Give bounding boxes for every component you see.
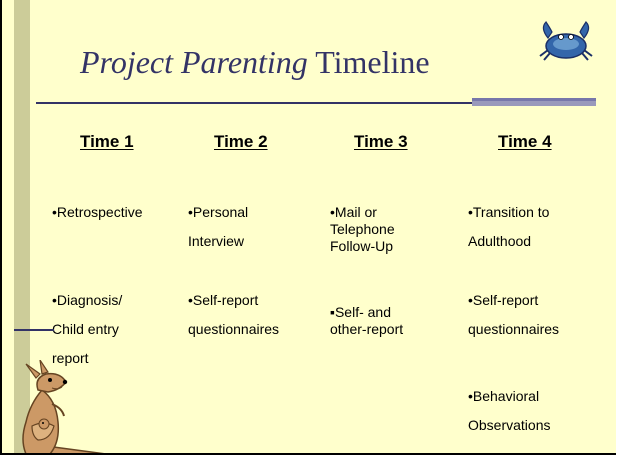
item-line: Follow-Up [330,238,394,254]
column-heading-time-1: Time 1 [80,132,134,151]
column-heading-time-2: Time 2 [214,132,268,151]
column-heading-time-3: Time 3 [354,132,408,151]
left-divider-stub [14,329,54,331]
time-4-item-transition: •Transition to Adulthood [468,198,549,256]
slide-title: Project Parenting Timeline [80,44,430,81]
time-3-item-mail-telephone: •Mail or Telephone Follow-Up [330,204,395,255]
title-italic-part: Project Parenting [80,44,308,80]
item-line: ▪Self- and [330,304,391,320]
item-line: •Behavioral [468,388,540,404]
time-4-item-self-report: •Self-report questionnaires [468,286,559,344]
item-line: •Mail or [330,204,377,220]
item-line: •Personal [188,204,249,220]
time-2-item-personal-interview: •Personal Interview [188,198,248,256]
item-line: Child entry [52,321,119,337]
item-line: •Retrospective [52,204,143,220]
time-2-item-self-report: •Self-report questionnaires [188,286,279,344]
item-line: Observations [468,417,551,433]
item-line: Adulthood [468,233,532,249]
time-3-item-self-other-report: ▪Self- and other-report [330,304,403,338]
item-line: other-report [330,321,404,337]
item-line: questionnaires [188,321,280,337]
title-divider-block [472,98,596,106]
item-line: •Self-report [468,292,539,308]
item-line: questionnaires [468,321,560,337]
crab-clipart-icon [539,21,593,61]
time-4-item-behavioral: •Behavioral Observations [468,382,550,440]
item-line: Telephone [330,221,395,237]
left-accent-bar [14,0,30,453]
item-line: •Diagnosis/ [52,292,123,308]
time-1-item-retrospective: •Retrospective [52,198,143,227]
time-1-item-diagnosis: •Diagnosis/ Child entry report [52,286,122,373]
title-rest: Timeline [307,44,430,80]
item-line: Interview [188,233,245,249]
item-line: report [52,350,89,366]
item-line: •Self-report [188,292,259,308]
kangaroo-clipart-icon [22,360,105,453]
title-divider-line [36,102,596,104]
item-line: •Transition to [468,204,550,220]
column-heading-time-4: Time 4 [498,132,552,151]
title-divider-block-top [472,98,596,101]
